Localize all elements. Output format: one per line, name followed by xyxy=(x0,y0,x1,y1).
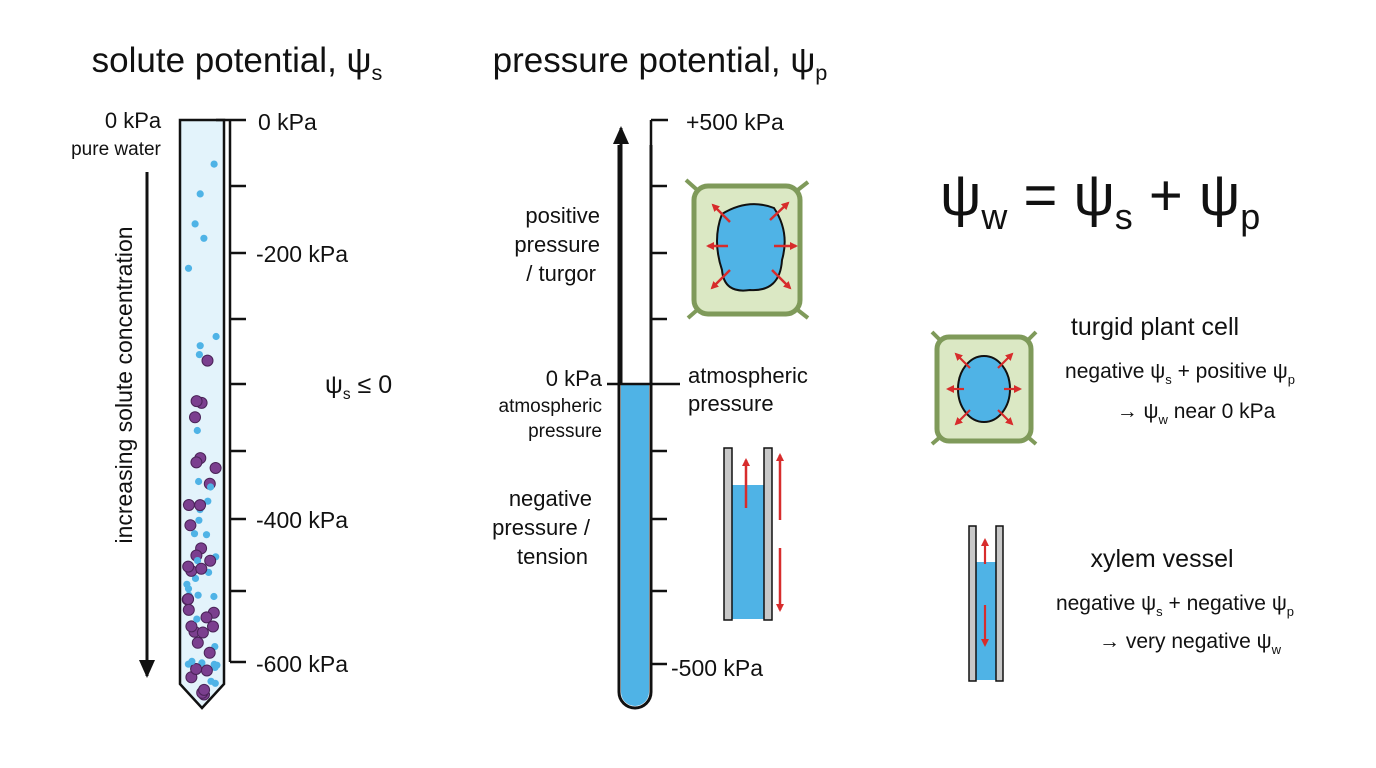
positive-label-3: / turgor xyxy=(526,261,596,286)
pressure-ticks xyxy=(651,184,667,666)
water-molecule xyxy=(210,660,218,669)
negative-label-1: negative xyxy=(509,486,592,511)
zero-note-1: atmospheric xyxy=(499,396,603,417)
solute-tick-0: 0 kPa xyxy=(258,109,317,135)
solute-particle xyxy=(203,646,216,659)
turgid-line-2: → ψw near 0 kPa xyxy=(1117,400,1276,427)
pressure-tick-top: +500 kPa xyxy=(686,109,784,135)
solute-particle xyxy=(182,499,195,511)
solute-particle xyxy=(200,611,213,624)
turgid-cell-small-icon xyxy=(930,330,1038,446)
water-molecule xyxy=(183,580,191,588)
negative-label-3: tension xyxy=(517,544,588,569)
pure-water-label: pure water xyxy=(71,139,161,160)
solute-particle xyxy=(182,603,195,616)
water-molecule xyxy=(195,351,203,359)
water-molecule xyxy=(200,234,208,242)
xylem-section: xylem vessel negative ψs + negative ψp →… xyxy=(968,525,1294,682)
water-molecule xyxy=(195,477,203,486)
water-molecule xyxy=(204,497,212,505)
positive-label-1: positive xyxy=(525,203,600,228)
solute-particle xyxy=(198,683,211,696)
solute-particle xyxy=(184,519,197,532)
atmospheric-label-1: atmospheric xyxy=(688,363,808,388)
solute-inequality: ψs ≤ 0 xyxy=(325,371,392,403)
solute-tick-200: -200 kPa xyxy=(256,241,348,267)
xylem-vessel-icon xyxy=(723,447,784,621)
pressure-title: pressure potential, ψp xyxy=(493,41,828,85)
solute-particle xyxy=(201,354,214,367)
solute-particle xyxy=(191,636,204,649)
solute-particle xyxy=(194,499,207,512)
solute-ticks xyxy=(230,184,246,664)
turgid-cell-section: turgid plant cell negative ψs + positive… xyxy=(930,313,1295,446)
water-molecule xyxy=(193,615,201,623)
water-molecule xyxy=(196,190,204,198)
atmospheric-label-2: pressure xyxy=(688,391,774,416)
water-molecule xyxy=(210,160,218,168)
water-molecule xyxy=(194,591,202,599)
pressure-tick-bottom: -500 kPa xyxy=(671,655,763,681)
water-molecule xyxy=(207,677,215,685)
solute-tick-600: -600 kPa xyxy=(256,651,348,677)
zero-note-2: pressure xyxy=(528,421,602,442)
positive-label-2: pressure xyxy=(514,232,600,257)
water-molecule xyxy=(190,530,199,538)
solute-panel: solute potential, ψs 0 kPa pure water in… xyxy=(71,41,392,710)
water-molecule xyxy=(193,557,202,565)
water-molecule xyxy=(196,342,204,350)
solute-particle xyxy=(182,593,195,606)
solute-title: solute potential, ψs xyxy=(92,41,383,85)
solute-particle xyxy=(190,663,203,675)
concentration-label: increasing solute concentration xyxy=(111,226,137,543)
solute-particle xyxy=(182,560,195,573)
solute-particle xyxy=(185,620,198,633)
water-molecule xyxy=(206,483,215,491)
solute-particle xyxy=(190,395,203,408)
xylem-small-icon xyxy=(968,525,1004,682)
water-potential-equation: ψw = ψs + ψp xyxy=(940,163,1260,237)
pressure-fill xyxy=(621,384,649,706)
water-molecule xyxy=(202,531,211,539)
water-molecule xyxy=(193,426,201,435)
xylem-line-2: → very negative ψw xyxy=(1099,630,1282,657)
xylem-line-1: negative ψs + negative ψp xyxy=(1056,592,1294,619)
solute-particle xyxy=(209,462,222,474)
water-molecule xyxy=(184,264,193,272)
solute-particle xyxy=(196,626,209,639)
pressure-panel: pressure potential, ψp +500 kPa -500 kPa… xyxy=(492,41,828,710)
solute-particle xyxy=(190,456,203,469)
xylem-title: xylem vessel xyxy=(1090,545,1233,573)
solute-particles xyxy=(181,160,222,701)
zero-value: 0 kPa xyxy=(546,366,603,391)
solute-particle xyxy=(200,664,213,677)
solute-tick-400: -400 kPa xyxy=(256,507,348,533)
solute-particle xyxy=(204,554,217,567)
water-molecule xyxy=(191,574,200,583)
solute-particle xyxy=(207,620,219,633)
turgid-title: turgid plant cell xyxy=(1071,313,1239,341)
solute-particle xyxy=(195,562,208,575)
solute-top-value: 0 kPa xyxy=(105,108,162,133)
turgid-line-1: negative ψs + positive ψp xyxy=(1065,360,1295,387)
water-molecule xyxy=(210,592,218,601)
solute-particle xyxy=(189,411,201,424)
water-molecule xyxy=(195,516,203,524)
negative-label-2: pressure / xyxy=(492,515,591,540)
water-molecule xyxy=(188,657,196,666)
water-molecule xyxy=(212,332,220,341)
turgid-cell-icon xyxy=(684,178,810,320)
water-molecule xyxy=(191,220,199,228)
